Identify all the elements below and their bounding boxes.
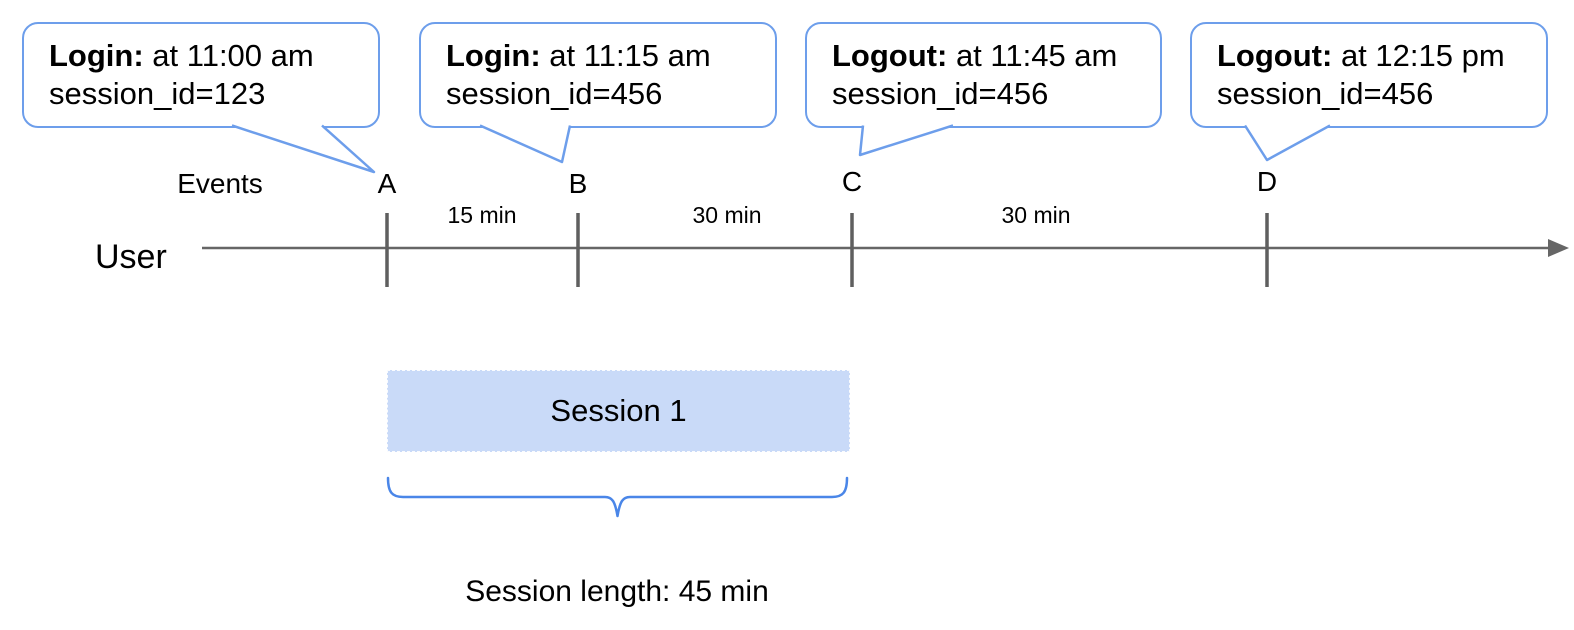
tick-label-c: C — [841, 166, 863, 197]
callout-line1: Logout: at 12:15 pm — [1217, 37, 1536, 75]
user-row-label: User — [95, 238, 167, 276]
callout-tail-a — [231, 124, 376, 174]
interval-label-15min: 15 min — [447, 202, 517, 228]
event-type-label: Logout: — [1217, 38, 1333, 73]
event-time-label: at 11:45 am — [947, 38, 1118, 73]
interval-label-30min-2: 30 min — [1001, 202, 1071, 228]
callout-line1: Logout: at 11:45 am — [832, 37, 1150, 75]
callout-login-b: Login: at 11:15 am session_id=456 — [419, 22, 777, 128]
session-id-label: session_id=456 — [446, 76, 663, 111]
session-length-label: Session length: 45 min — [465, 575, 769, 608]
callout-logout-c: Logout: at 11:45 am session_id=456 — [805, 22, 1162, 128]
callout-logout-d: Logout: at 12:15 pm session_id=456 — [1190, 22, 1548, 128]
event-type-label: Logout: — [832, 38, 948, 73]
interval-label-30min-1: 30 min — [692, 202, 762, 228]
event-time-label: at 11:15 am — [540, 38, 711, 73]
tick-label-a: A — [377, 168, 397, 199]
session-1-bar: Session 1 — [387, 370, 850, 452]
callout-tail-d — [1243, 124, 1331, 162]
callout-login-a: Login: at 11:00 am session_id=123 — [22, 22, 380, 128]
event-type-label: Login: — [446, 38, 541, 73]
events-axis-label: Events — [177, 168, 263, 199]
session-id-label: session_id=456 — [832, 76, 1049, 111]
callout-tail-c — [858, 124, 954, 157]
session-1-label: Session 1 — [550, 393, 687, 428]
callout-tail-b — [479, 124, 572, 164]
tick-label-b: B — [568, 168, 588, 199]
event-time-label: at 12:15 pm — [1332, 38, 1505, 73]
event-time-label: at 11:00 am — [143, 38, 314, 73]
callout-line1: Login: at 11:15 am — [446, 37, 765, 75]
tick-label-d: D — [1256, 166, 1278, 197]
session-length-brace — [386, 476, 849, 518]
timeline-arrowhead-icon — [1548, 239, 1569, 257]
event-type-label: Login: — [49, 38, 144, 73]
session-id-label: session_id=123 — [49, 76, 266, 111]
callout-line1: Login: at 11:00 am — [49, 37, 368, 75]
session-id-label: session_id=456 — [1217, 76, 1434, 111]
